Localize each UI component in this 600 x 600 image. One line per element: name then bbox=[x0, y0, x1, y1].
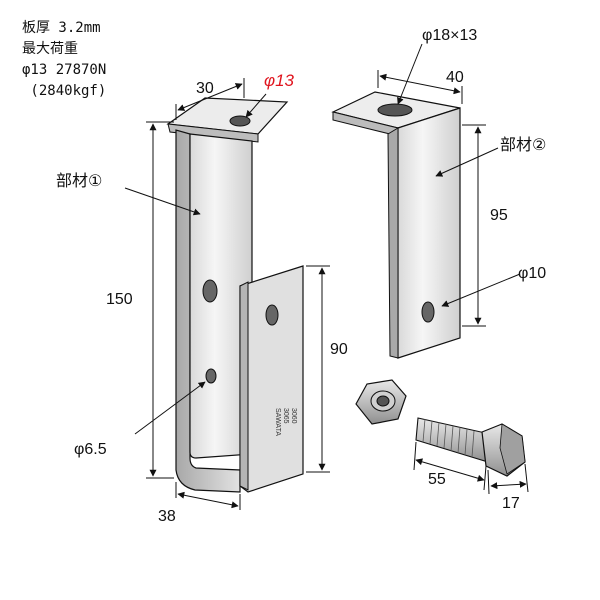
label-slot-part2: φ18×13 bbox=[422, 27, 477, 44]
part1-hole-small bbox=[205, 368, 217, 384]
stamp-line3: 3060 bbox=[290, 408, 297, 424]
spec-max-load-kgf: (2840kgf) bbox=[22, 83, 107, 99]
dim-bottom-width: 38 bbox=[158, 508, 176, 525]
label-part1: 部材① bbox=[56, 171, 102, 190]
plate-hole bbox=[265, 304, 279, 326]
label-part2: 部材② bbox=[500, 135, 546, 154]
label-hole-part2: φ10 bbox=[518, 265, 546, 282]
dim-height-part1: 150 bbox=[106, 291, 133, 308]
stamp-line2: 3065 bbox=[282, 408, 289, 424]
part2-bracket bbox=[331, 91, 461, 359]
hex-bolt bbox=[415, 417, 526, 477]
spec-block: 板厚 3.2mm 最大荷重 φ13 27870N (2840kgf) bbox=[22, 18, 106, 102]
dim-top-width-part2: 40 bbox=[446, 69, 464, 86]
spec-max-load-title: 最大荷重 bbox=[22, 41, 78, 57]
label-hole-small: φ6.5 bbox=[74, 441, 107, 458]
dim-top-width-part1: 30 bbox=[196, 80, 214, 97]
stamp-line1: SAWATA bbox=[274, 408, 281, 436]
part1-top-hole bbox=[229, 115, 251, 127]
spec-max-load-n: φ13 27870N bbox=[22, 62, 107, 78]
leader-lines bbox=[124, 43, 521, 435]
dim-height-part2: 95 bbox=[490, 207, 508, 224]
part1-hole-upper bbox=[202, 279, 218, 303]
dim-bolt-head: 17 bbox=[502, 495, 520, 512]
part2-hole bbox=[421, 301, 435, 323]
label-hole-part1: φ13 bbox=[264, 71, 295, 90]
part1-bracket: SAWATA 3065 3060 bbox=[166, 97, 304, 493]
hex-nut bbox=[355, 379, 407, 425]
dim-height-plate: 90 bbox=[330, 341, 348, 358]
spec-thickness: 板厚 3.2mm bbox=[22, 20, 101, 36]
part2-slot bbox=[377, 103, 413, 117]
dim-bolt-length: 55 bbox=[428, 471, 446, 488]
